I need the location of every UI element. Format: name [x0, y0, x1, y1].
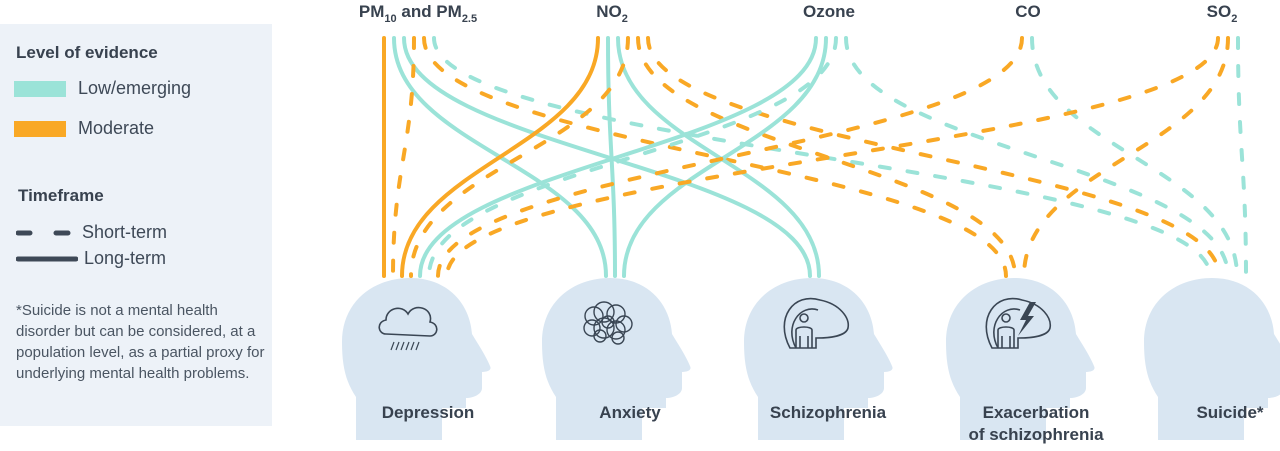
legend-moderate-label: Moderate [78, 118, 155, 138]
legend-item-low: Low/emerging [14, 78, 191, 99]
outcome-label-depression: Depression [381, 403, 475, 422]
legend-item-moderate: Moderate [14, 118, 154, 139]
heads-layer [342, 278, 1280, 440]
link-pm-schizophrenia-long [402, 36, 812, 278]
link-co-depression-short [436, 36, 1024, 278]
link-ozone-depression-long [418, 36, 818, 278]
link-pm-exacerbation-short [422, 36, 1008, 278]
link-pm-suicide-short [432, 36, 1212, 278]
solid-line-icon [16, 256, 78, 261]
link-no2-schizophrenia-long [616, 36, 821, 278]
outcome-label-suicide: Suicide* [1196, 403, 1264, 422]
head-anxiety [542, 278, 691, 440]
legend-item-short-term: Short-term [16, 222, 167, 243]
legend-long-term-label: Long-term [84, 248, 167, 268]
link-no2-depression-long [400, 36, 600, 278]
legend-timeframe-title: Timeframe [18, 186, 104, 205]
isolated-person-icon [783, 297, 849, 349]
link-no2-suicide-short [646, 36, 1221, 278]
legend-evidence-title: Level of evidence [16, 43, 158, 62]
pollutant-label-pm: PM10 and PM2.5 [358, 2, 478, 25]
link-so2-suicide-short [1236, 36, 1248, 278]
links-layer [382, 36, 1248, 278]
legend-panel: Level of evidence Low/emerging Moderate … [0, 24, 272, 426]
link-no2-depression-short [409, 36, 630, 278]
link-ozone-anxiety-long [622, 36, 828, 278]
pollutant-label-ozone: Ozone [803, 2, 855, 21]
pollutant-label-so2: SO2 [1206, 2, 1238, 25]
person-lightning-icon [985, 297, 1051, 349]
rain-cloud-icon [378, 306, 438, 351]
tangled-scribble-icon [583, 301, 633, 345]
pollutant-label-no2: NO2 [596, 2, 628, 25]
head-schizophrenia [744, 278, 893, 440]
suicide-footnote: *Suicide is not a mental health disorder… [16, 302, 265, 382]
head-depression [342, 278, 491, 440]
legend-short-term-label: Short-term [82, 222, 168, 242]
link-so2-exacerbation-short [1022, 36, 1230, 278]
low-evidence-swatch [14, 80, 66, 97]
pollutant-label-co: CO [1015, 2, 1041, 21]
legend-item-long-term: Long-term [16, 248, 166, 269]
pollutant-outcome-diagram: PM10 and PM2.5 NO2 Ozone CO SO2 [280, 0, 1280, 451]
head-exacerbation [946, 278, 1095, 440]
outcome-label-anxiety: Anxiety [599, 403, 661, 422]
link-co-suicide-short [1030, 36, 1239, 278]
outcome-label-schizophrenia: Schizophrenia [769, 403, 887, 422]
legend-low-label: Low/emerging [78, 78, 192, 98]
moderate-evidence-swatch [14, 120, 66, 137]
link-pm-depression-short [391, 36, 416, 278]
link-ozone-suicide-short [844, 36, 1230, 278]
link-no2-anxiety-long [606, 36, 617, 278]
dashed-line-icon [16, 230, 74, 235]
link-so2-depression-short [445, 36, 1220, 278]
